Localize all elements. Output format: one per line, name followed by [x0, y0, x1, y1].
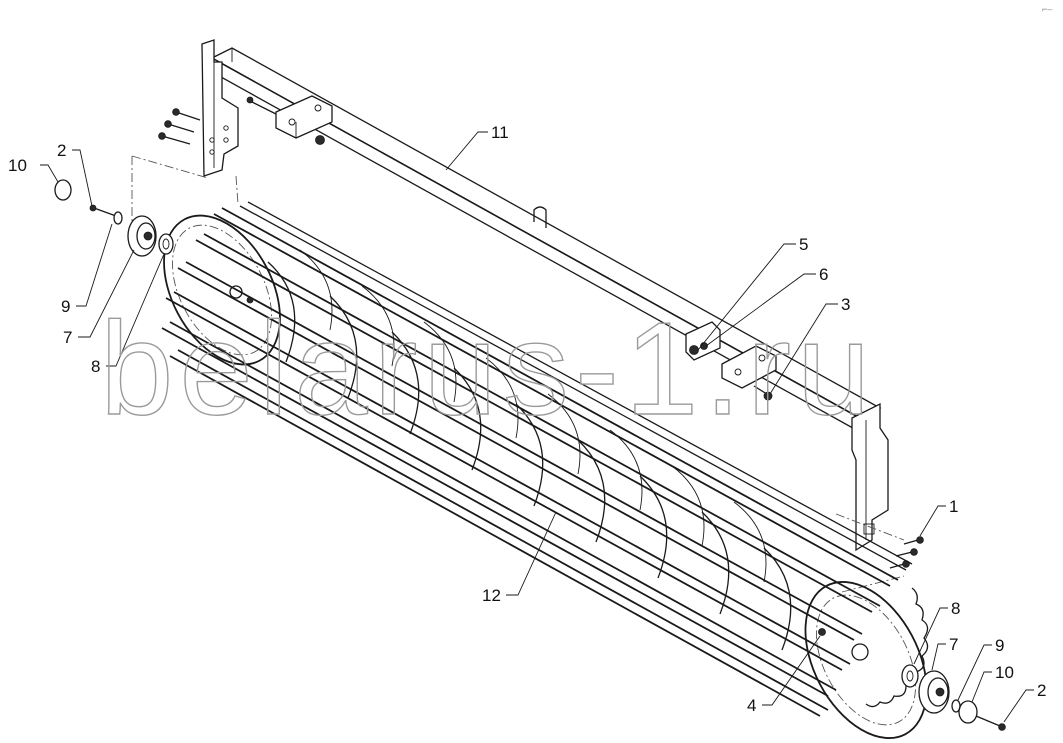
callout-6: 6 — [819, 265, 828, 284]
callout-10-right: 10 — [995, 663, 1014, 682]
callout-4: 4 — [747, 696, 756, 715]
callout-8-right: 8 — [951, 599, 960, 618]
callout-3: 3 — [841, 295, 850, 314]
roller-cage — [161, 201, 929, 739]
callout-1: 1 — [949, 497, 958, 516]
right-washer — [901, 664, 919, 688]
corner-mark: ⌐– — [1042, 4, 1052, 14]
roller-nut — [818, 628, 826, 636]
callout-12: 12 — [482, 586, 501, 605]
right-bearing-housing — [918, 670, 950, 714]
right-circlip — [958, 700, 978, 724]
leader-lines — [40, 131, 1034, 723]
right-bracket — [851, 402, 889, 552]
callout-7-left: 7 — [63, 328, 72, 347]
callout-2-right: 2 — [1037, 681, 1046, 700]
left-circlip — [54, 179, 72, 201]
callout-10-left: 10 — [8, 156, 27, 175]
left-bracket — [201, 39, 239, 177]
callout-8-left: 8 — [91, 357, 100, 376]
callout-9-left: 9 — [61, 297, 70, 316]
right-bolt — [975, 715, 1006, 731]
callout-numbers: 10 2 9 7 8 11 5 6 3 1 12 8 7 9 10 2 4 — [8, 123, 1046, 715]
left-bearing-housing — [127, 215, 157, 257]
watermark: belarus-1.ru — [100, 295, 876, 442]
left-beam-clamp — [246, 95, 333, 145]
callout-2-left: 2 — [57, 141, 66, 160]
callout-7-right: 7 — [949, 635, 958, 654]
callout-9-right: 9 — [995, 636, 1004, 655]
left-washer — [158, 233, 174, 255]
callout-5: 5 — [799, 235, 808, 254]
left-bolt — [89, 204, 123, 225]
callout-11: 11 — [491, 123, 509, 142]
